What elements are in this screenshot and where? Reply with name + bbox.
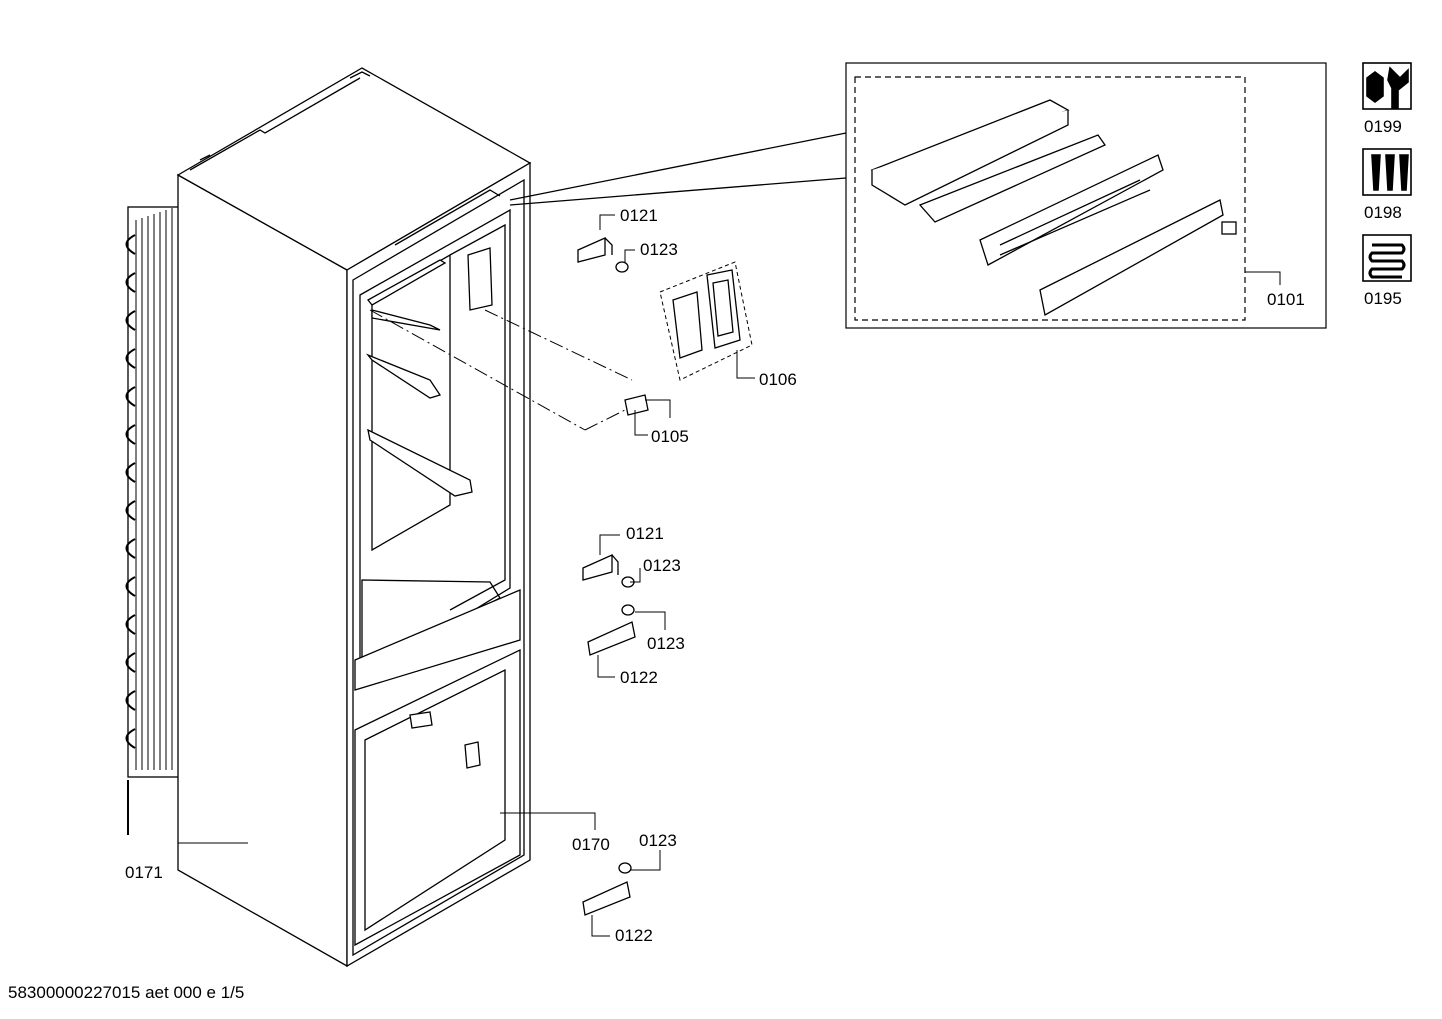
callout-0122-mid: 0122 (620, 668, 658, 687)
document-footer-id: 58300000227015 aet 000 e 1/5 (8, 983, 245, 1002)
callout-0121-mid: 0121 (626, 524, 664, 543)
callout-0121-top: 0121 (620, 206, 658, 225)
callout-0123-bot: 0123 (639, 831, 677, 850)
callout-0123-mid2: 0123 (647, 634, 685, 653)
callout-0170: 0170 (572, 835, 610, 854)
heating-coil-icon (1362, 234, 1412, 282)
callout-0123-top: 0123 (640, 240, 678, 259)
callout-0106: 0106 (759, 370, 797, 389)
callout-0123-mid: 0123 (643, 556, 681, 575)
icon-label-0199: 0199 (1364, 117, 1402, 136)
condenser-coil (125, 206, 181, 835)
small-parts (577, 236, 753, 916)
leader-lines (369, 309, 633, 431)
icon-label-0198: 0198 (1364, 203, 1402, 222)
callout-0105: 0105 (651, 427, 689, 446)
callout-0101: 0101 (1267, 290, 1305, 309)
wrench-nut-icon (1362, 62, 1412, 110)
icon-label-0195: 0195 (1364, 289, 1402, 308)
callout-leaders (177, 214, 1281, 937)
screws-icon (1362, 148, 1412, 196)
fridge-body (176, 67, 532, 968)
callout-0171: 0171 (125, 863, 163, 882)
inset-detail-box (509, 62, 1327, 329)
coil-loop-path (125, 234, 136, 749)
callout-0122-bot: 0122 (615, 926, 653, 945)
